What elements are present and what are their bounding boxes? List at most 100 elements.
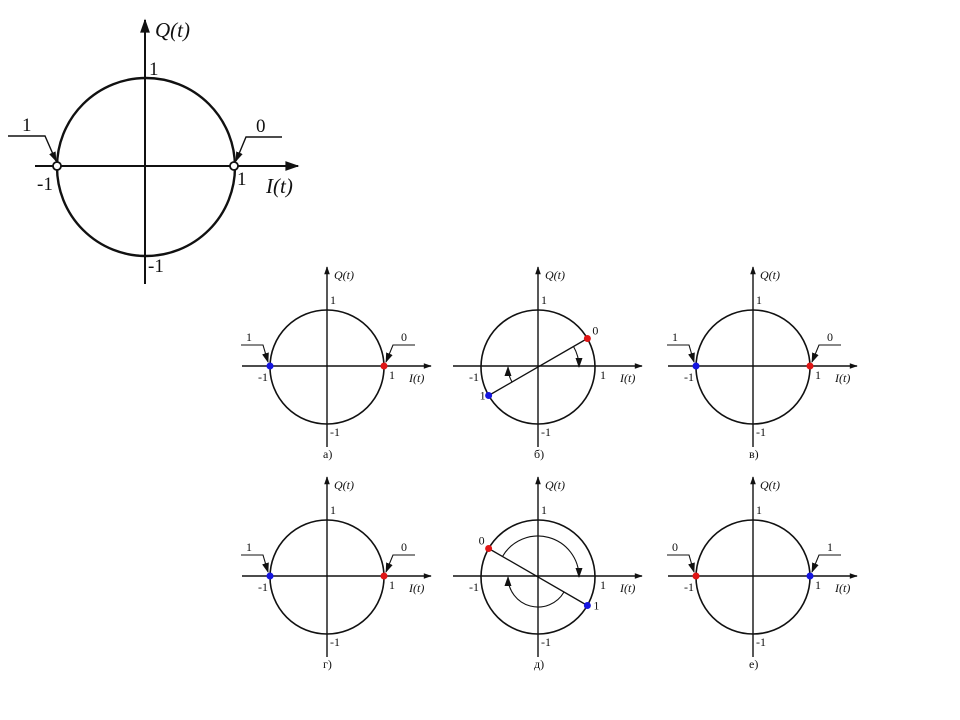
point-left (692, 362, 700, 370)
tick-label-q-pos: 1 (541, 503, 547, 517)
angle-arc-end (573, 346, 583, 368)
point-right (229, 161, 239, 171)
i-axis-label: I(t) (619, 371, 635, 385)
point-start (485, 392, 493, 399)
point-right (806, 362, 814, 370)
panel-caption: в) (749, 447, 759, 461)
i-axis-label: I(t) (408, 581, 424, 595)
main-constellation: Q(t) I(t) 1 -1 1 -1 1 0 (8, 18, 300, 284)
angle-arc-start (504, 576, 565, 608)
tick-label-i-pos: 1 (600, 368, 606, 382)
tick-label-i-neg: -1 (258, 370, 268, 384)
q-axis-label: Q(t) (334, 478, 354, 492)
panel-caption: д) (534, 657, 544, 671)
tick-label-q-pos: 1 (756, 503, 762, 517)
panel-2: Q(t)I(t)1-11-1б)01 (453, 266, 643, 461)
bit-label-right: 0 (401, 540, 407, 554)
bit-label-right: 0 (256, 116, 266, 137)
point-left (266, 362, 274, 370)
tick-label-i-neg: -1 (37, 174, 53, 195)
panel-6: Q(t) I(t) 1 -1 1 -1 е) 0 1 (667, 476, 858, 671)
tick-label-i-neg: -1 (469, 580, 479, 594)
q-axis-label: Q(t) (155, 18, 190, 42)
bit-label-left: 1 (246, 540, 252, 554)
tick-label-i-neg: -1 (684, 580, 694, 594)
panel-1: Q(t) I(t) 1 -1 1 -1 а) 1 0 (241, 266, 432, 461)
point-left (52, 161, 62, 171)
i-axis-label: I(t) (408, 371, 424, 385)
point-end (583, 335, 591, 342)
tick-label-i-pos: 1 (600, 578, 606, 592)
tick-label-q-neg: -1 (756, 635, 766, 649)
point-end (485, 545, 493, 552)
callout-left (8, 135, 57, 162)
q-axis-label: Q(t) (760, 478, 780, 492)
panel-caption: б) (534, 447, 544, 461)
bit-label-right: 0 (827, 330, 833, 344)
callout-right (385, 344, 415, 363)
callout-left (667, 554, 695, 573)
point-right (380, 572, 388, 580)
i-axis-label: I(t) (265, 174, 293, 198)
callout-left (241, 344, 269, 363)
callout-left (241, 554, 269, 573)
q-axis-label: Q(t) (545, 268, 565, 282)
bit-label-left: 0 (672, 540, 678, 554)
start-point-label: 1 (480, 389, 486, 403)
angle-arc-end (502, 535, 583, 578)
i-axis-label: I(t) (619, 581, 635, 595)
phase-vector (488, 337, 588, 397)
tick-label-i-pos: 1 (389, 578, 395, 592)
end-point-label: 0 (592, 324, 598, 338)
angle-arc-start (504, 366, 513, 383)
bit-label-left: 1 (22, 115, 32, 136)
tick-label-i-pos: 1 (389, 368, 395, 382)
point-left (692, 572, 700, 580)
point-left (266, 572, 274, 580)
tick-label-q-neg: -1 (541, 425, 551, 439)
tick-label-q-neg: -1 (541, 635, 551, 649)
i-axis-label: I(t) (834, 371, 850, 385)
q-axis-label: Q(t) (334, 268, 354, 282)
point-right (806, 572, 814, 580)
tick-label-i-neg: -1 (684, 370, 694, 384)
tick-label-q-neg: -1 (148, 256, 164, 277)
panel-5: Q(t) I(t) 1 -1 1 -1 д) 0 1 (453, 476, 643, 671)
start-point-label: 1 (593, 599, 599, 613)
callout-right (235, 136, 282, 162)
callout-right (811, 554, 841, 573)
i-axis-label: I(t) (834, 581, 850, 595)
q-axis-label: Q(t) (760, 268, 780, 282)
tick-label-q-neg: -1 (756, 425, 766, 439)
end-point-label: 0 (479, 534, 485, 548)
q-axis-label: Q(t) (545, 478, 565, 492)
tick-label-q-pos: 1 (149, 59, 159, 80)
phase-vector (488, 547, 588, 607)
tick-label-i-neg: -1 (258, 580, 268, 594)
panel-caption: е) (749, 657, 758, 671)
callout-right (385, 554, 415, 573)
tick-label-q-pos: 1 (330, 293, 336, 307)
tick-label-q-pos: 1 (330, 503, 336, 517)
tick-label-i-pos: 1 (815, 578, 821, 592)
panel-caption: г) (323, 657, 332, 671)
bit-label-left: 1 (246, 330, 252, 344)
bit-label-left: 1 (672, 330, 678, 344)
panel-caption: а) (323, 447, 332, 461)
panel-4: Q(t) I(t) 1 -1 1 -1 г) 1 0 (241, 476, 432, 671)
bit-label-right: 1 (827, 540, 833, 554)
tick-label-i-pos: 1 (237, 169, 247, 190)
tick-label-q-pos: 1 (756, 293, 762, 307)
tick-label-i-neg: -1 (469, 370, 479, 384)
tick-label-q-neg: -1 (330, 635, 340, 649)
tick-label-q-pos: 1 (541, 293, 547, 307)
bit-label-right: 0 (401, 330, 407, 344)
point-start (583, 602, 591, 609)
callout-right (811, 344, 841, 363)
point-right (380, 362, 388, 370)
callout-left (667, 344, 695, 363)
tick-label-q-neg: -1 (330, 425, 340, 439)
